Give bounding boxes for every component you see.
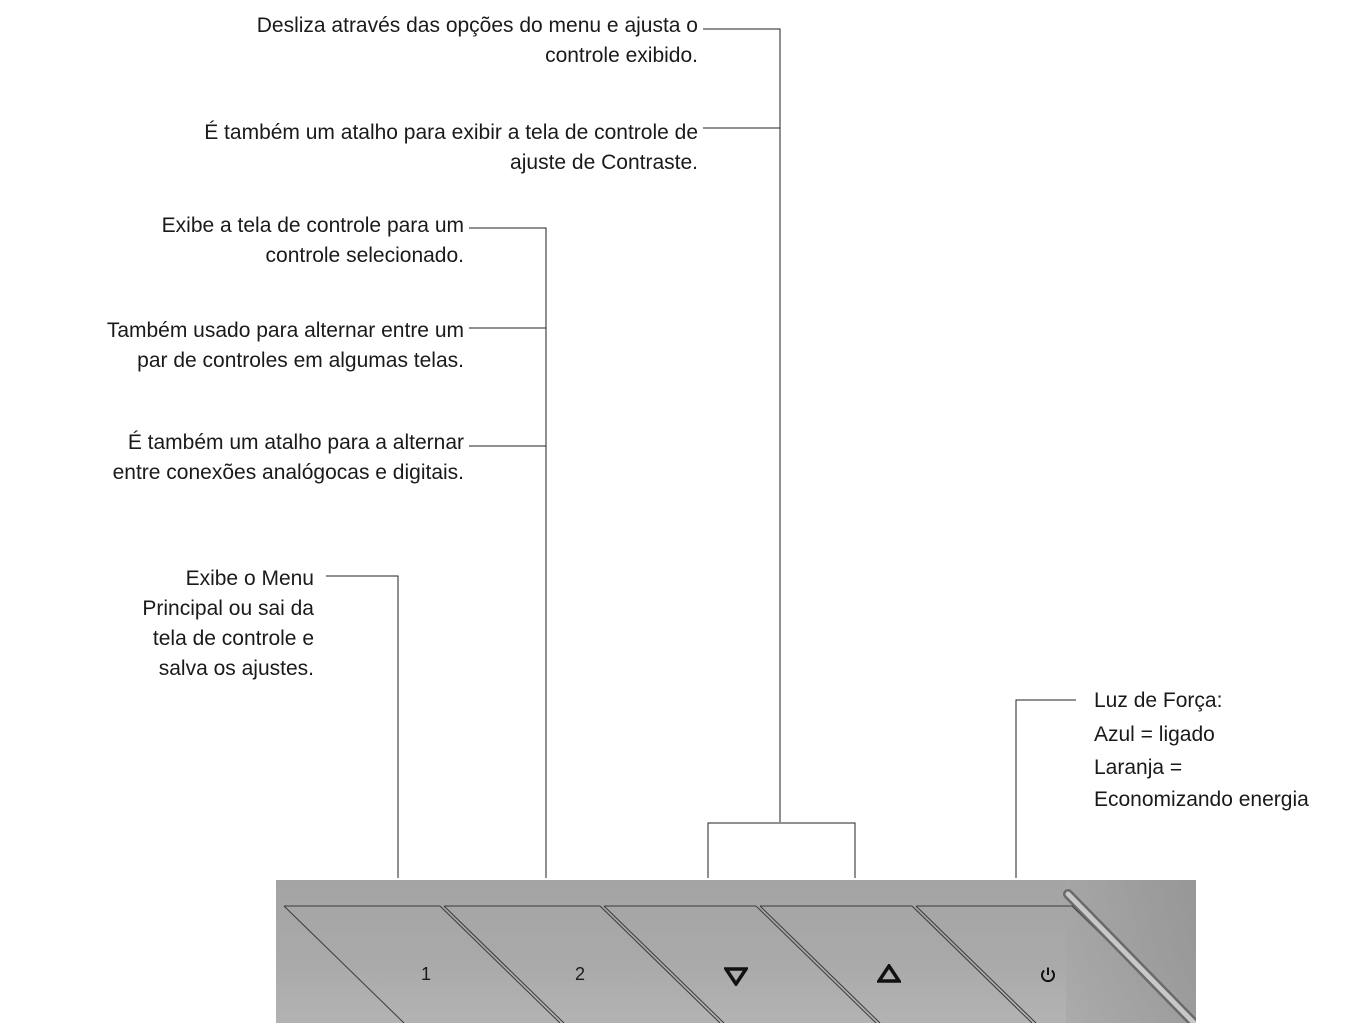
leader-bracket-arrows [707,822,856,878]
callout-toggle-pair: Também usado para alternar entre um par … [106,319,464,372]
power-light-title: Luz de Força: [1094,689,1223,712]
leader-line-show-control [469,227,547,878]
leader-line-menu [326,575,399,878]
leader-line-power [1015,699,1076,878]
button-1[interactable]: 1 [420,964,431,984]
power-light-legend: Luz de Força: Azul = ligado Laranja = Ec… [1094,684,1309,816]
callout-contrast-shortcut: É também um atalho para exibir a tela de… [204,121,698,174]
panel-artwork [283,880,1196,1023]
monitor-control-panel: 1 2 [276,880,1196,1023]
power-light-strip [1063,889,1196,1023]
leader-line-navigate [703,28,781,822]
callout-navigate: Desliza através das opções do menu e aju… [256,14,698,67]
callout-show-control: Exibe a tela de controle para um control… [161,214,464,267]
callout-input-shortcut: É também um atalho para a alternar entre… [112,431,464,484]
power-light-blue: Azul = ligado [1094,723,1215,746]
callout-main-menu: Exibe o Menu Principal ou sai da tela de… [142,567,314,680]
power-light-orange: Laranja = Economizando energia [1094,756,1309,811]
button-2[interactable]: 2 [574,964,585,984]
